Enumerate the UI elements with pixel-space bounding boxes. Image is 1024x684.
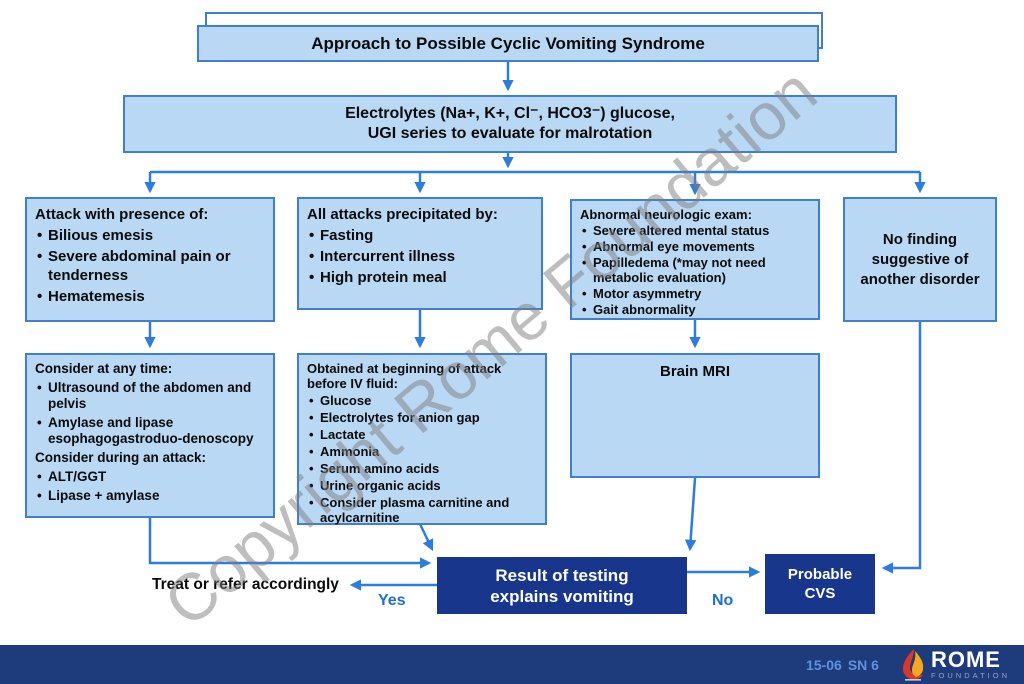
- list-item: Lactate: [307, 427, 537, 442]
- no-finding-box: No finding suggestive of another disorde…: [843, 197, 997, 322]
- result-line2: explains vomiting: [490, 586, 634, 606]
- precipitants-box: All attacks precipitated by: Fasting Int…: [297, 197, 543, 310]
- attack-box: Attack with presence of: Bilious emesis …: [25, 197, 275, 322]
- screening-line1: Electrolytes (Na+, K+, Cl⁻, HCO3⁻) gluco…: [345, 105, 675, 122]
- attack-labs-heading: Obtained at beginning of attack before I…: [307, 361, 502, 391]
- probable-line2: CVS: [804, 585, 836, 602]
- neuro-heading: Abnormal neurologic exam:: [580, 207, 752, 222]
- page-title: Approach to Possible Cyclic Vomiting Syn…: [311, 33, 705, 53]
- arrow-obtained-to-result: [418, 523, 434, 552]
- list-item: Severe abdominal pain or tenderness: [35, 247, 265, 285]
- brand-name: ROME: [930, 647, 1001, 673]
- rome-flame-icon: [901, 648, 925, 681]
- list-item: Intercurrent illness: [307, 247, 533, 266]
- list-item: Gait abnormality: [580, 302, 810, 317]
- list-item: Motor asymmetry: [580, 286, 810, 301]
- consider-tests-box: Consider at any time: Ultrasound of the …: [25, 353, 275, 518]
- brain-mri-box: Brain MRI: [570, 353, 820, 478]
- brand-subtitle: FOUNDATION: [930, 671, 1010, 681]
- no-finding-text: No finding suggestive of another disorde…: [860, 230, 980, 288]
- attack-list: Bilious emesis Severe abdominal pain or …: [35, 226, 265, 306]
- list-item: Urine organic acids: [307, 478, 537, 493]
- list-item: ALT/GGT: [35, 469, 265, 485]
- slide-code: 15-06: [806, 656, 842, 673]
- screening-line2: UGI series to evaluate for malrotation: [367, 125, 653, 142]
- no-label: No: [712, 592, 734, 609]
- arrow-consider-to-result: [148, 518, 432, 569]
- rome-brand-text: ROME FOUNDATION: [931, 649, 1010, 680]
- arrow-no-finding-to-cvs: [881, 322, 922, 574]
- attack-heading: Attack with presence of:: [35, 206, 209, 223]
- list-item: High protein meal: [307, 268, 533, 287]
- list-item: Fasting: [307, 226, 533, 245]
- probable-cvs-box: Probable CVS: [765, 554, 875, 614]
- list-item: Glucose: [307, 393, 537, 408]
- title-box: Approach to Possible Cyclic Vomiting Syn…: [197, 25, 819, 62]
- list-item: Bilious emesis: [35, 226, 265, 245]
- rome-logo: ROME FOUNDATION: [901, 648, 1010, 681]
- list-item: Electrolytes for anion gap: [307, 410, 537, 425]
- result-line1: Result of testing: [495, 565, 629, 585]
- slide-number: SN 6: [847, 656, 879, 673]
- arrow-mri-to-result: [684, 477, 697, 552]
- consider-list1: Ultrasound of the abdomen and pelvis Amy…: [35, 380, 265, 447]
- list-item: Serum amino acids: [307, 461, 537, 476]
- list-item: Abnormal eye movements: [580, 239, 810, 254]
- yes-label: Yes: [378, 592, 406, 609]
- list-item: Ammonia: [307, 444, 537, 459]
- precipitants-heading: All attacks precipitated by:: [307, 206, 498, 223]
- list-item: Severe altered mental status: [580, 223, 810, 238]
- list-item: Hematemesis: [35, 287, 265, 306]
- treat-label: Treat or refer accordingly: [152, 576, 339, 593]
- consider-list2: ALT/GGT Lipase + amylase: [35, 469, 265, 504]
- footer-bar: 15-06 SN 6 ROME FOUNDATION: [0, 645, 1024, 684]
- precipitants-list: Fasting Intercurrent illness High protei…: [307, 226, 533, 287]
- neuro-list: Severe altered mental status Abnormal ey…: [580, 223, 810, 317]
- probable-line1: Probable: [787, 566, 853, 583]
- attack-labs-list: Glucose Electrolytes for anion gap Lacta…: [307, 393, 537, 525]
- list-item: Consider plasma carnitine and acylcarnit…: [307, 495, 537, 525]
- list-item: Papilledema (*may not need metabolic eva…: [580, 255, 810, 285]
- list-item: Amylase and lipase esophagogastroduo-den…: [35, 415, 265, 447]
- result-box: Result of testing explains vomiting: [437, 557, 687, 614]
- neuro-exam-box: Abnormal neurologic exam: Severe altered…: [570, 199, 820, 320]
- consider-heading1: Consider at any time:: [35, 361, 173, 376]
- consider-heading2: Consider during an attack:: [35, 450, 207, 465]
- screening-box: Electrolytes (Na+, K+, Cl⁻, HCO3⁻) gluco…: [123, 95, 897, 153]
- list-item: Ultrasound of the abdomen and pelvis: [35, 380, 265, 412]
- attack-labs-box: Obtained at beginning of attack before I…: [297, 353, 547, 525]
- brain-mri-text: Brain MRI: [659, 363, 730, 380]
- list-item: Lipase + amylase: [35, 488, 265, 504]
